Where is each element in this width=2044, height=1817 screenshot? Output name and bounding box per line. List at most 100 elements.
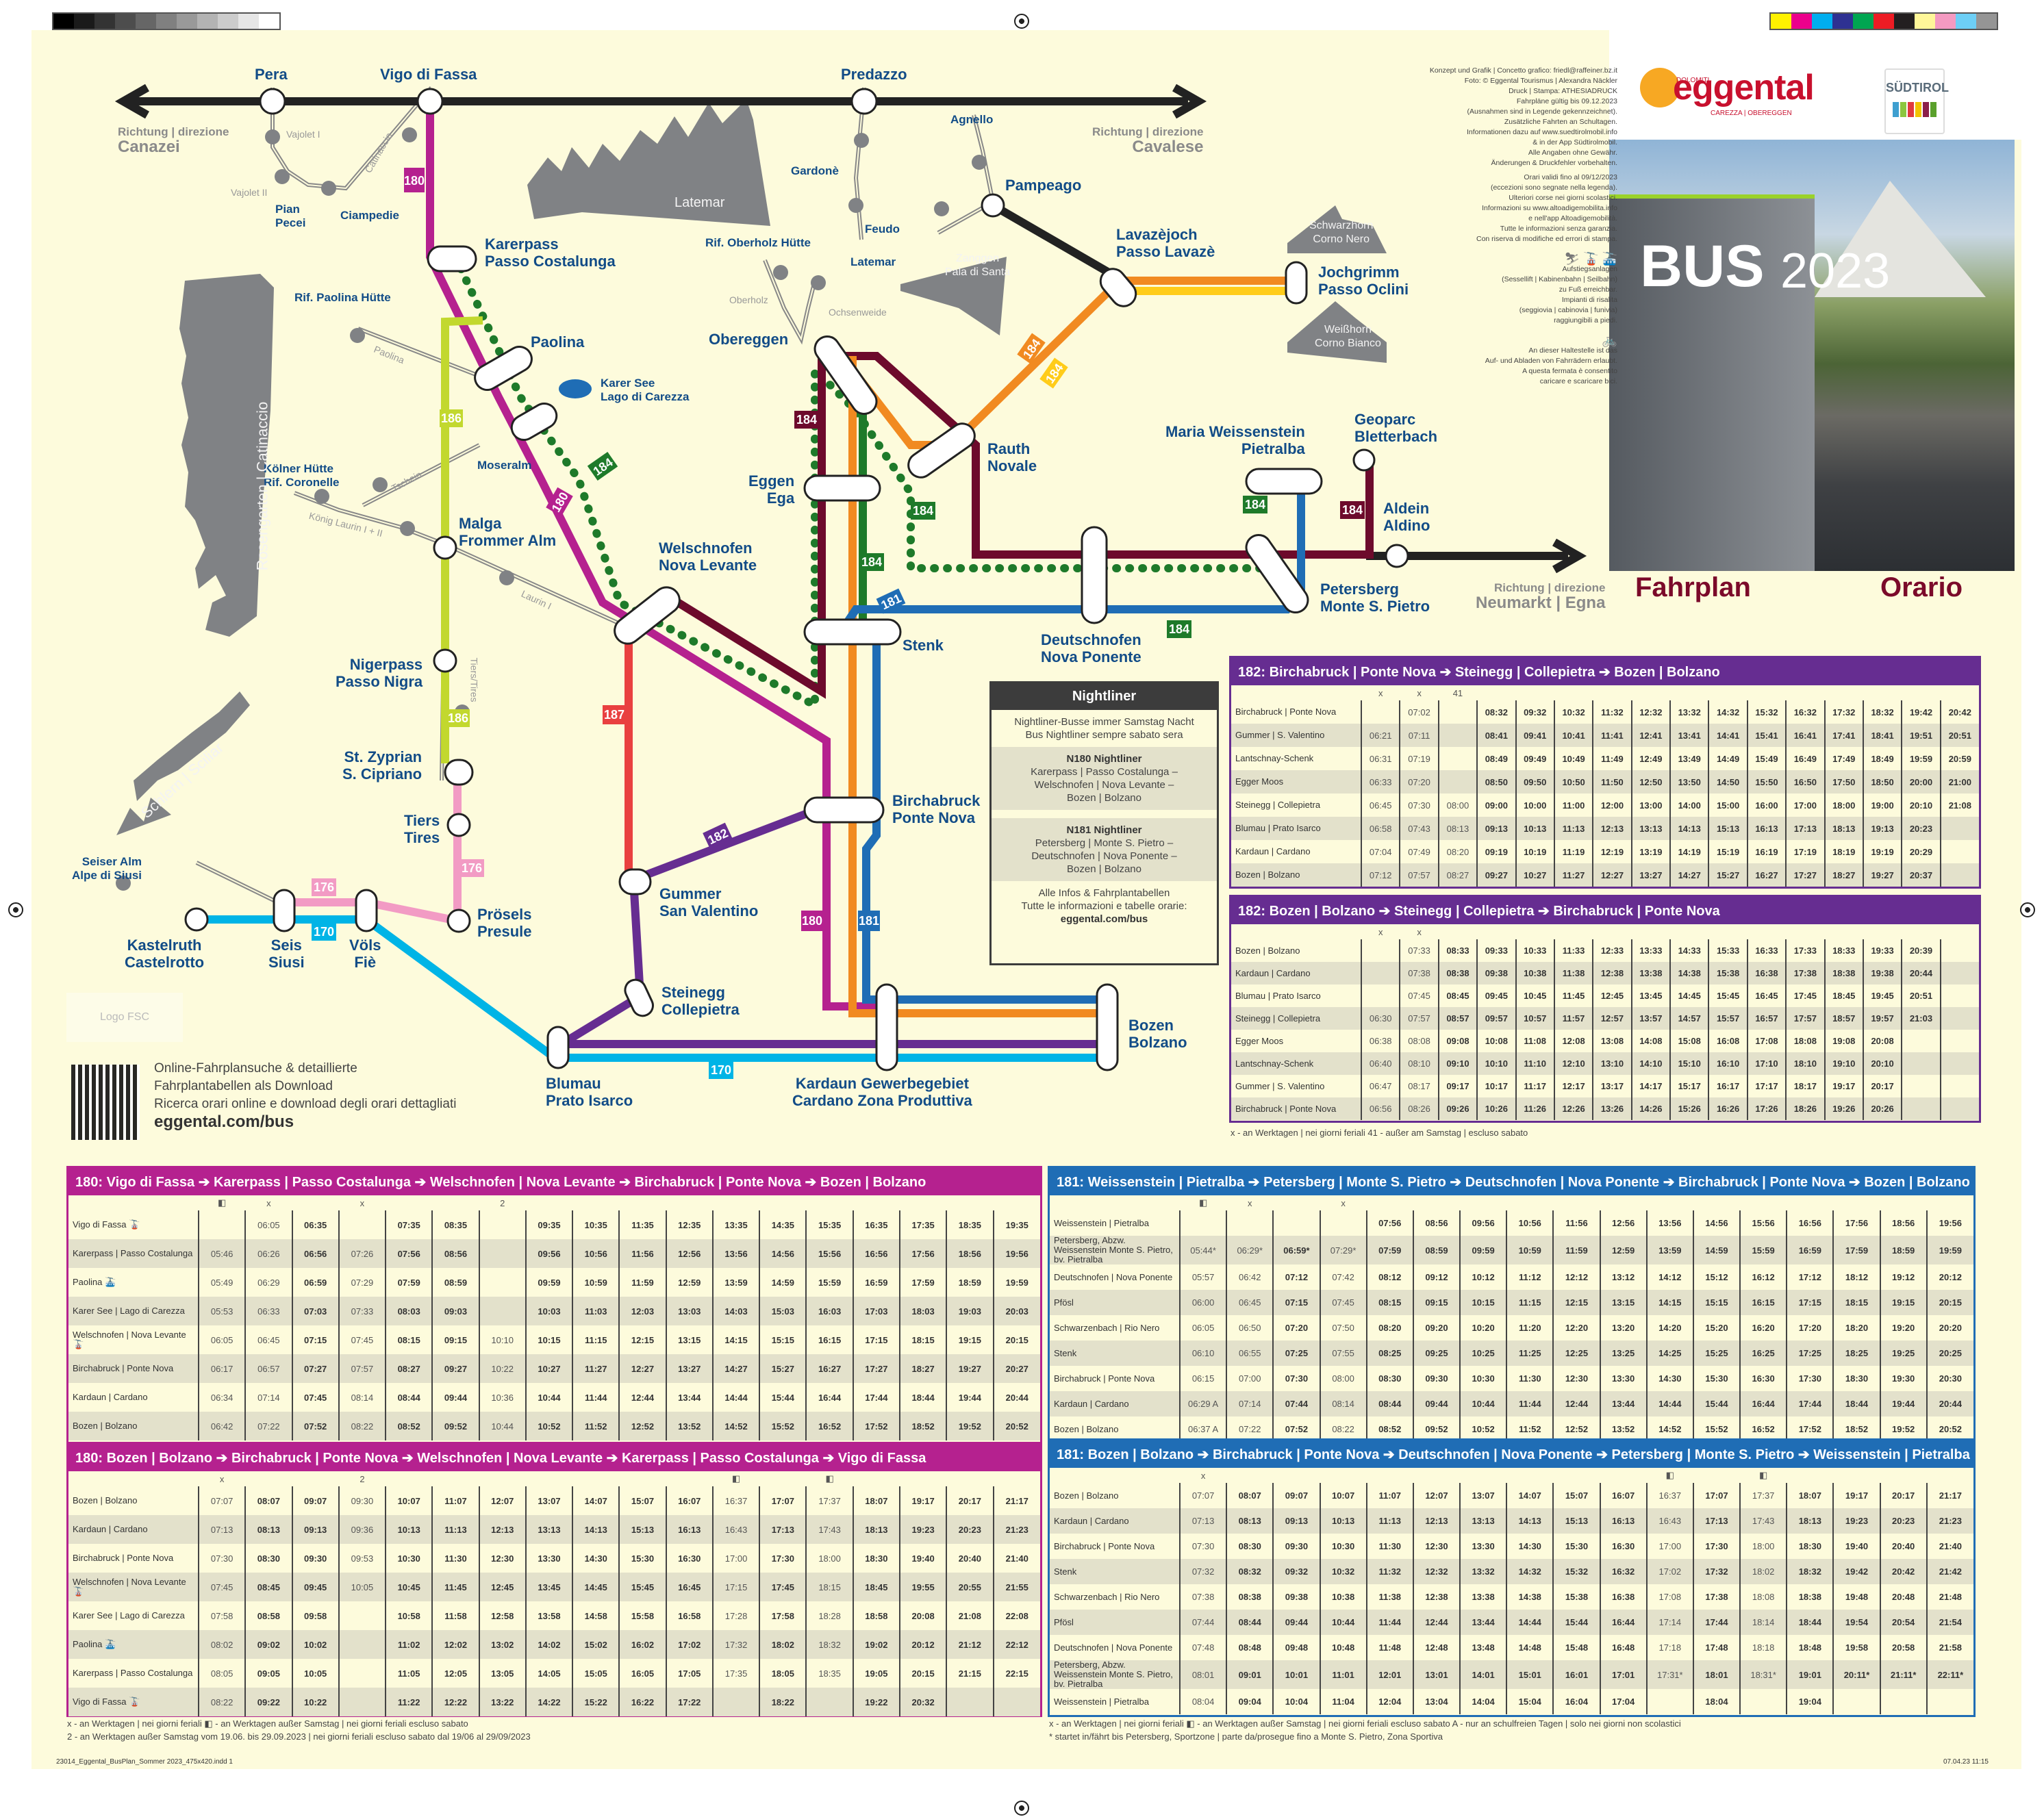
departure-time: 07:56 bbox=[385, 1239, 433, 1268]
departure-time: 12:26 bbox=[1553, 1097, 1593, 1120]
departure-time: 17:30 bbox=[1786, 1366, 1834, 1391]
departure-time: 17:30 bbox=[1692, 1534, 1741, 1559]
departure-time: 12:56 bbox=[1599, 1210, 1647, 1236]
departure-time: 20:48 bbox=[1879, 1584, 1927, 1610]
departure-time bbox=[1272, 1210, 1320, 1236]
departure-time: 08:22 bbox=[1319, 1416, 1367, 1442]
departure-time: 12:48 bbox=[1412, 1635, 1461, 1660]
departure-time: 15:48 bbox=[1552, 1635, 1600, 1660]
departure-time: 12:58 bbox=[478, 1601, 526, 1630]
departure-time: 12:33 bbox=[1592, 939, 1632, 962]
departure-time: 13:00 bbox=[1630, 793, 1670, 817]
departure-time: 07:00 bbox=[1226, 1366, 1274, 1391]
departure-time: 17:32 bbox=[711, 1630, 760, 1659]
departure-time: 16:44 bbox=[1739, 1391, 1787, 1416]
departure-time: 11:20 bbox=[1506, 1315, 1554, 1340]
departure-time: 08:52 bbox=[1365, 1416, 1413, 1442]
departure-time: 08:25 bbox=[1365, 1340, 1413, 1366]
departure-time: 15:57 bbox=[1708, 1007, 1748, 1030]
departure-time: 10:56 bbox=[1506, 1210, 1554, 1236]
departure-time: 17:13 bbox=[1692, 1508, 1741, 1534]
departure-time: 09:49 bbox=[1515, 747, 1554, 770]
departure-time: 08:13 bbox=[1226, 1508, 1274, 1534]
departure-time: 18:02 bbox=[1739, 1559, 1787, 1584]
departure-time: 11:08 bbox=[1515, 1030, 1554, 1052]
departure-time: 19:52 bbox=[1879, 1416, 1927, 1442]
departure-time: 13:49 bbox=[1669, 747, 1709, 770]
departure-time: 10:52 bbox=[525, 1412, 573, 1440]
departure-time: 07:13 bbox=[197, 1515, 246, 1544]
qr-code-icon[interactable] bbox=[71, 1065, 140, 1140]
departure-time: 07:20 bbox=[1399, 770, 1439, 793]
departure-time: 16:44 bbox=[805, 1383, 853, 1412]
departure-time: 07:57 bbox=[1399, 1007, 1439, 1030]
departure-time bbox=[1901, 1030, 1941, 1052]
departure-time: 06:10 bbox=[1178, 1340, 1227, 1366]
eggental-logo: eggental bbox=[1640, 67, 1815, 108]
departure-time: 08:22 bbox=[197, 1688, 246, 1716]
departure-time: 10:45 bbox=[1515, 984, 1554, 1007]
departure-time: 22:11* bbox=[1926, 1660, 1973, 1689]
departure-time: 17:00 bbox=[1785, 793, 1825, 817]
departure-time: 18:35 bbox=[946, 1210, 994, 1239]
stop-name: Vigo di Fassa 🚡 bbox=[73, 1219, 140, 1230]
departure-time: 18:27 bbox=[1824, 863, 1863, 887]
departure-time: 09:50 bbox=[1515, 770, 1554, 793]
departure-time: 12:15 bbox=[1552, 1290, 1600, 1315]
departure-time: 16:15 bbox=[1739, 1290, 1787, 1315]
departure-time: 10:32 bbox=[1553, 700, 1593, 724]
departure-time: 21:08 bbox=[1939, 793, 1979, 817]
departure-time: 09:12 bbox=[1412, 1265, 1461, 1290]
departure-time: 20:30 bbox=[1926, 1366, 1973, 1391]
stop-name: Karer See | Lago di Carezza bbox=[68, 1297, 199, 1325]
departure-time: 08:38 bbox=[1437, 962, 1478, 984]
departure-time: 12:41 bbox=[1630, 724, 1670, 747]
stop-name: Kardaun | Cardano bbox=[73, 1392, 148, 1402]
departure-time: 15:15 bbox=[1692, 1290, 1741, 1315]
departure-time: 20:40 bbox=[1879, 1534, 1927, 1559]
departure-time: 14:07 bbox=[572, 1486, 620, 1515]
departure-time: 07:29* bbox=[1319, 1236, 1367, 1265]
departure-time: 20:58 bbox=[1879, 1635, 1927, 1660]
departure-time: 06:45 bbox=[244, 1325, 292, 1354]
departure-time: 15:05 bbox=[572, 1659, 620, 1688]
departure-time: 15:07 bbox=[618, 1486, 666, 1515]
departure-time: 16:13 bbox=[1599, 1508, 1647, 1534]
departure-time: 09:48 bbox=[1272, 1635, 1320, 1660]
online-url-link[interactable]: eggental.com/bus bbox=[154, 1113, 294, 1131]
stop-name: Bozen | Bolzano bbox=[68, 1412, 199, 1440]
departure-time: 13:45 bbox=[525, 1573, 573, 1601]
departure-time: 08:38 bbox=[1226, 1584, 1274, 1610]
departure-time: 07:11 bbox=[1399, 724, 1439, 747]
departure-time: 12:32 bbox=[1412, 1559, 1461, 1584]
departure-time: 10:27 bbox=[525, 1354, 573, 1383]
departure-time: 08:30 bbox=[244, 1544, 292, 1573]
departure-time: 10:10 bbox=[1476, 1052, 1516, 1075]
departure-time: 06:29 A bbox=[1178, 1391, 1227, 1416]
departure-time: 10:15 bbox=[525, 1325, 573, 1354]
departure-time: 16:52 bbox=[805, 1412, 853, 1440]
departure-time: 16:30 bbox=[665, 1544, 713, 1573]
departure-time: 08:20 bbox=[1365, 1315, 1413, 1340]
departure-time: 16:19 bbox=[1746, 840, 1787, 863]
departure-time: 07:49 bbox=[1399, 840, 1439, 863]
departure-time: 14:27 bbox=[1669, 863, 1709, 887]
lift-label: Ochsenweide bbox=[829, 307, 887, 318]
stop-label-rif-oberholz: Rif. Oberholz Hütte bbox=[705, 236, 811, 249]
stop-label-geoparc: Geoparc Bletterbach bbox=[1354, 411, 1438, 445]
print-file-name: 23014_Eggental_BusPlan_Sommer 2023_475x4… bbox=[56, 1758, 233, 1766]
departure-time: 17:33 bbox=[1785, 939, 1825, 962]
departure-time: 11:50 bbox=[1592, 770, 1632, 793]
departure-time: 19:00 bbox=[1862, 793, 1902, 817]
departure-time: 17:15 bbox=[711, 1573, 760, 1601]
nightliner-url-link[interactable]: eggental.com/bus bbox=[1060, 913, 1148, 925]
departure-time: 18:44 bbox=[1786, 1610, 1834, 1635]
stop-name: Bozen | Bolzano bbox=[73, 1495, 138, 1505]
